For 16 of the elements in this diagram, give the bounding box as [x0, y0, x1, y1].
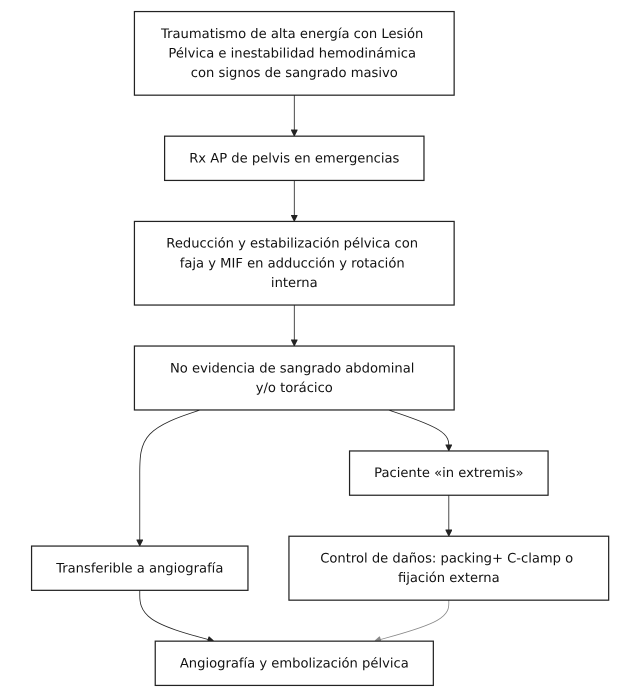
node-box: Traumatismo de alta energía con Lesión Pélvica e inestabilidad hemodinámica con signos de sangrado masivo: [134, 10, 456, 96]
arrow: [136, 410, 201, 546]
arrow: [374, 600, 450, 643]
node-box: Control de daños: packing+ C-clamp o fijación externa: [288, 536, 610, 601]
arrow: [446, 494, 453, 537]
arrow: [291, 304, 298, 346]
arrow: [291, 94, 298, 136]
node-box: Rx AP de pelvis en emergencias: [164, 136, 425, 182]
node-box: Paciente «in extremis»: [349, 450, 550, 496]
arrow: [388, 410, 453, 452]
node-box: No evidencia de sangrado abdominal y/o torácico: [134, 345, 456, 411]
arrow: [140, 590, 215, 643]
node-box: Transferible a angiografía: [31, 545, 249, 591]
node-box: Reducción y estabilización pélvica con faja y MIF en adducción y rotación interna: [134, 220, 456, 306]
arrow: [291, 180, 298, 222]
node-box: Angiografía y embolización pélvica: [155, 640, 434, 686]
